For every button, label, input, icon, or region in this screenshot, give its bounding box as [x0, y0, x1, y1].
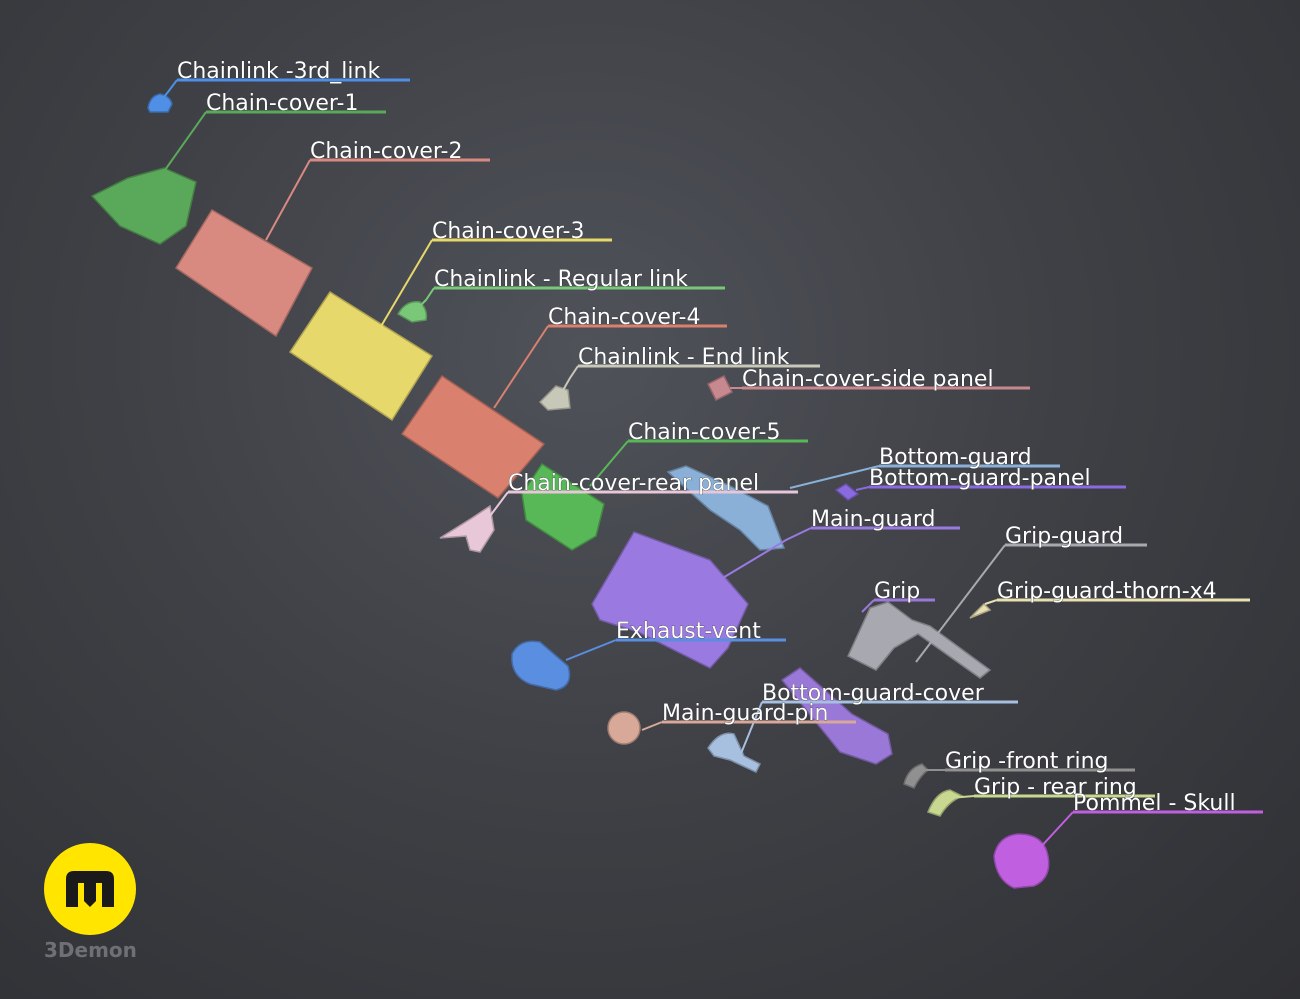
part-chain-cover-side-panel	[706, 374, 734, 402]
part-bottom-guard-panel	[834, 483, 860, 501]
part-chain-cover-5	[521, 462, 605, 551]
label-chain-cover-rear-panel: Chain-cover-rear panel	[508, 471, 759, 496]
part-chain-cover-2-shape	[174, 208, 314, 338]
leader-line-grip-guard-thorn-x4	[984, 599, 998, 605]
part-chain-cover-1	[90, 167, 197, 245]
part-chainlink-end-link	[538, 385, 571, 411]
part-grip-shape	[780, 667, 893, 765]
label-chainlink-end-link: Chainlink - End link	[578, 345, 790, 370]
part-chainlink-3rd-link-shape	[147, 93, 173, 113]
parts-layer	[90, 93, 1050, 889]
part-grip-guard	[847, 601, 992, 679]
leader-line-pommel-skull	[1037, 811, 1074, 851]
part-chain-cover-3	[288, 290, 434, 422]
label-exhaust-vent: Exhaust-vent	[616, 619, 761, 644]
leader-line-chain-cover-2	[265, 159, 311, 241]
part-chain-cover-5-shape	[521, 462, 605, 551]
leader-line-chainlink-regular-link	[417, 287, 435, 309]
leader-line-bottom-guard-cover	[739, 701, 763, 757]
label-chainlink-regular-link: Chainlink - Regular link	[434, 267, 688, 292]
part-grip-guard-thorn-x4-shape	[969, 602, 992, 619]
part-chain-cover-4	[400, 374, 546, 499]
label-chain-cover-1: Chain-cover-1	[206, 91, 358, 116]
part-main-guard	[591, 531, 749, 669]
part-grip-rear-ring-shape	[927, 789, 964, 817]
leader-line-chainlink-3rd-link	[159, 79, 178, 103]
label-chain-cover-side-panel: Chain-cover-side panel	[742, 367, 994, 392]
leader-line-grip	[861, 599, 875, 613]
part-pommel-skull-shape	[993, 833, 1050, 889]
labels-layer: Chainlink -3rd_linkChain-cover-1Chain-co…	[177, 59, 1236, 817]
label-chain-cover-5: Chain-cover-5	[628, 420, 780, 445]
part-exhaust-vent	[511, 640, 571, 691]
leader-line-grip-guard	[915, 544, 1006, 663]
label-chain-cover-4: Chain-cover-4	[548, 305, 700, 330]
label-bottom-guard: Bottom-guard	[879, 445, 1032, 470]
part-bottom-guard	[666, 465, 786, 551]
part-bottom-guard-cover-shape	[707, 732, 762, 773]
leader-line-exhaust-vent	[565, 639, 617, 661]
leader-line-grip-rear-ring	[949, 795, 975, 799]
part-chain-cover-4-shape	[400, 374, 546, 499]
part-grip-rear-ring	[927, 789, 964, 817]
part-chain-cover-rear-panel-shape	[439, 504, 495, 553]
part-bottom-guard-cover	[707, 732, 762, 773]
leader-line-chain-cover-rear-panel	[489, 491, 509, 517]
label-pommel-skull: Pommel - Skull	[1073, 791, 1236, 816]
label-grip-rear-ring: Grip - rear ring	[974, 775, 1137, 800]
part-grip	[780, 667, 893, 765]
part-main-guard-pin-shape	[607, 711, 641, 745]
part-chain-cover-1-shape	[90, 167, 197, 245]
leader-line-chainlink-end-link	[561, 365, 579, 393]
demon-m-icon	[66, 871, 114, 907]
label-bottom-guard-panel: Bottom-guard-panel	[869, 466, 1091, 491]
label-chain-cover-2: Chain-cover-2	[310, 139, 462, 164]
part-bottom-guard-panel-shape	[834, 483, 860, 501]
leader-line-bottom-guard	[789, 465, 880, 489]
label-chain-cover-3: Chain-cover-3	[432, 219, 584, 244]
label-main-guard: Main-guard	[811, 507, 935, 532]
leader-line-chain-cover-5	[589, 440, 629, 487]
part-chain-cover-side-panel-shape	[706, 374, 734, 402]
part-grip-front-ring-shape	[903, 763, 930, 789]
leader-line-chain-cover-4	[493, 325, 549, 409]
label-main-guard-pin: Main-guard-pin	[662, 701, 828, 726]
label-grip-guard-thorn-x4: Grip-guard-thorn-x4	[997, 579, 1217, 604]
label-grip-guard: Grip-guard	[1005, 524, 1123, 549]
leader-line-bottom-guard-panel	[855, 486, 870, 491]
part-exhaust-vent-shape	[511, 640, 571, 691]
leader-line-main-guard	[715, 527, 812, 583]
part-chain-cover-3-shape	[288, 290, 434, 422]
leader-line-chain-cover-1	[164, 111, 207, 171]
part-grip-guard-thorn-x4	[969, 602, 992, 619]
label-grip-front-ring: Grip -front ring	[945, 749, 1109, 774]
label-bottom-guard-cover: Bottom-guard-cover	[762, 681, 985, 706]
brand-name: 3Demon	[44, 938, 137, 962]
leader-line-chain-cover-3	[379, 239, 433, 329]
brand-logo	[44, 843, 136, 935]
leader-line-main-guard-pin	[641, 721, 663, 731]
part-chainlink-end-link-shape	[538, 385, 571, 411]
part-bottom-guard-shape	[666, 465, 786, 551]
label-chainlink-3rd-link: Chainlink -3rd_link	[177, 59, 380, 84]
part-grip-front-ring	[903, 763, 930, 789]
part-chain-cover-rear-panel	[439, 504, 495, 553]
part-main-guard-pin	[607, 711, 641, 745]
part-chainlink-3rd-link	[147, 93, 173, 113]
part-main-guard-shape	[591, 531, 749, 669]
part-pommel-skull	[993, 833, 1050, 889]
leader-lines-layer	[159, 78, 1263, 851]
part-chain-cover-2	[174, 208, 314, 338]
label-grip: Grip	[874, 579, 920, 604]
part-grip-guard-shape	[847, 601, 992, 679]
